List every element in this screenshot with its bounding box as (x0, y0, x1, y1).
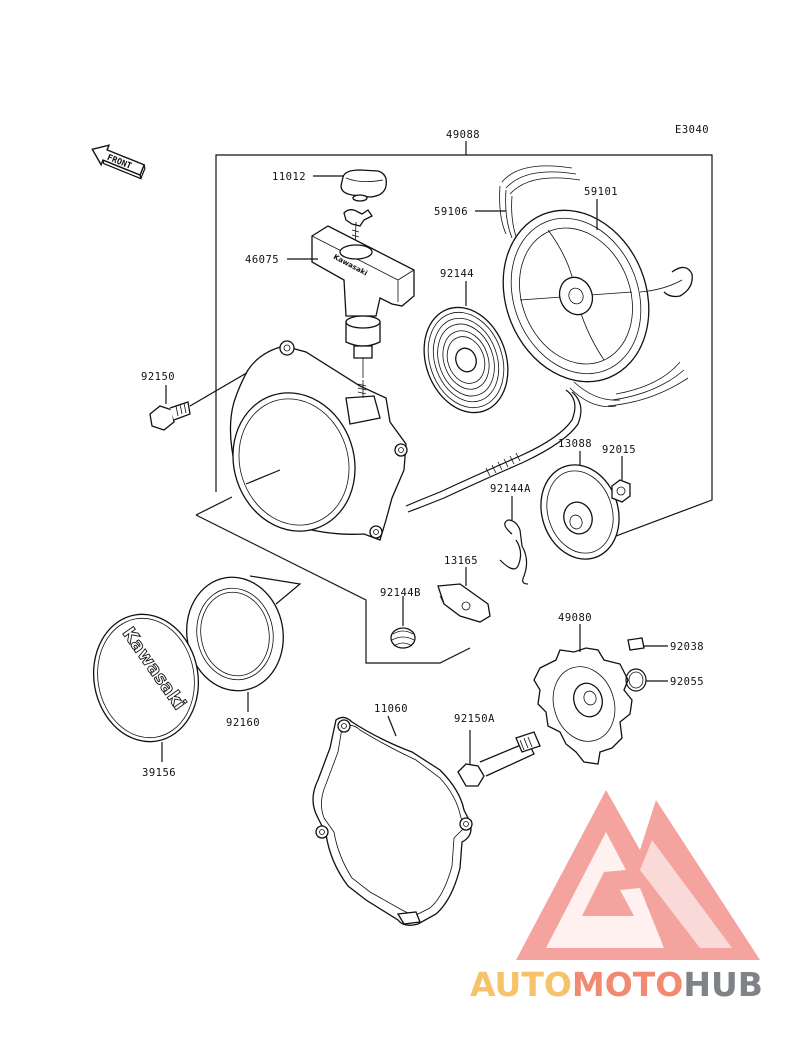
label-49080: 49080 (558, 612, 592, 624)
diagram-code: E3040 (675, 124, 709, 136)
bolt-92150A (457, 731, 541, 787)
watermark-auto: AUTO (470, 965, 572, 1004)
label-11060: 11060 (374, 703, 408, 715)
key-92038 (627, 637, 645, 651)
label-49088: 49088 (446, 129, 480, 141)
watermark-text: AUTOMOTOHUB (470, 965, 763, 1004)
label-13165: 13165 (444, 555, 478, 567)
cup-49080 (533, 647, 633, 765)
label-92144A: 92144A (490, 483, 531, 495)
handle-46075: Kawasaki (311, 209, 415, 378)
label-13088: 13088 (558, 438, 592, 450)
clip-92144A (499, 519, 529, 585)
front-arrow-icon: FRONT (91, 144, 146, 180)
gasket-11060 (312, 716, 473, 926)
assembly-bracket (195, 141, 713, 664)
spring-92144 (423, 306, 509, 414)
spring-92144B (390, 627, 416, 649)
watermark-moto: MOTO (572, 965, 683, 1004)
label-11012: 11012 (272, 171, 306, 183)
automotohub-logo (516, 790, 760, 960)
oring-92055 (625, 668, 647, 692)
starter-rope (405, 389, 582, 513)
label-92150: 92150 (141, 371, 175, 383)
cap-11012 (340, 169, 387, 202)
label-92038: 92038 (670, 641, 704, 653)
starter-housing (229, 340, 408, 541)
pulley-59101 (499, 165, 693, 407)
label-92055: 92055 (670, 676, 704, 688)
label-46075: 46075 (245, 254, 279, 266)
plate-13088 (540, 464, 620, 560)
label-39156: 39156 (142, 767, 176, 779)
label-92160: 92160 (226, 717, 260, 729)
label-92015: 92015 (602, 444, 636, 456)
label-92144: 92144 (440, 268, 474, 280)
watermark-hub: HUB (683, 965, 763, 1004)
bolt-92150 (149, 401, 191, 431)
label-59106: 59106 (434, 206, 468, 218)
nut-92015 (611, 479, 631, 503)
label-92150A: 92150A (454, 713, 495, 725)
label-92144B: 92144B (380, 587, 421, 599)
label-59101: 59101 (584, 186, 618, 198)
cover-39156: Kawasaki (92, 613, 200, 743)
ratchet-13165 (437, 583, 491, 623)
